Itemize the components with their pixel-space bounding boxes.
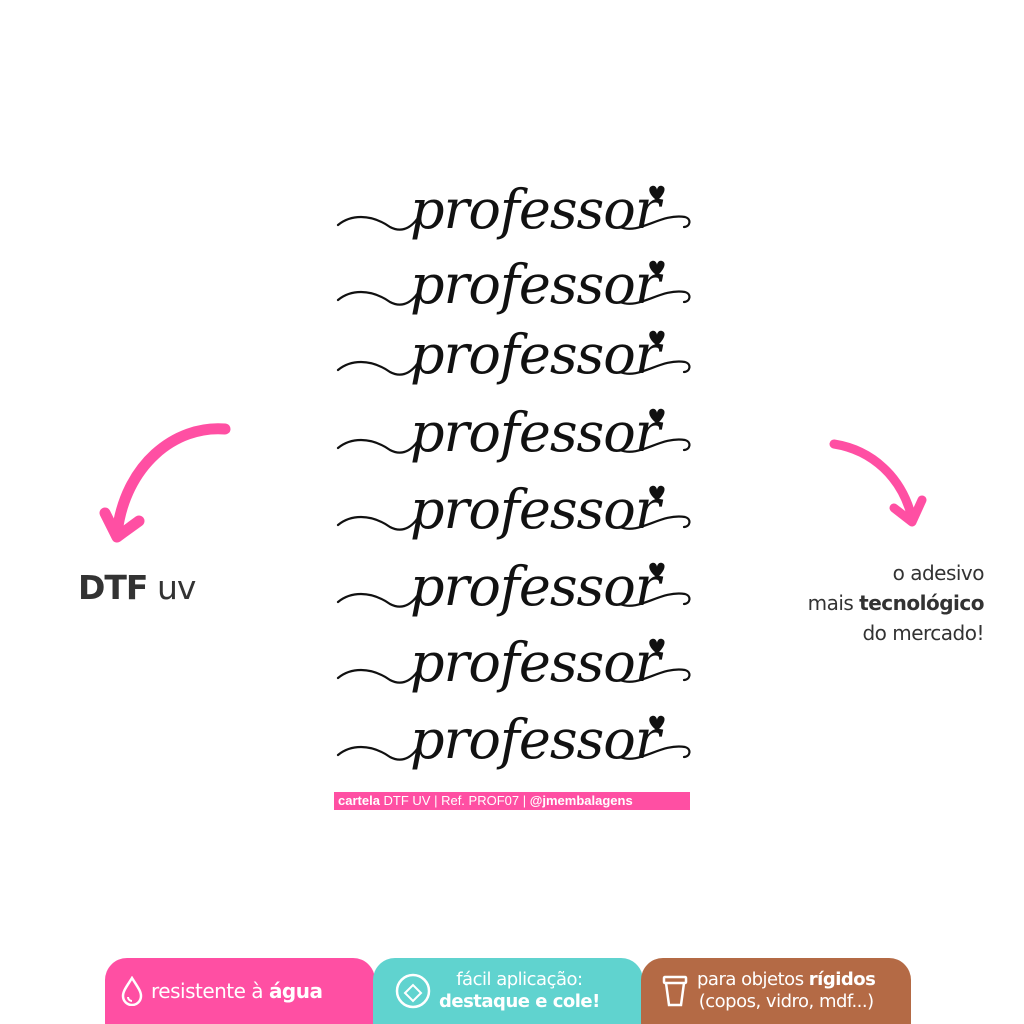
- caption-bold: cartela: [338, 793, 380, 808]
- badge3-text: para objetos rígidos (copos, vidro, mdf.…: [697, 969, 876, 1013]
- badge3-line1: para objetos rígidos: [697, 969, 876, 991]
- tagline-line2-prefix: mais: [807, 591, 860, 615]
- badge-easy-application: fácil aplicação: destaque e cole!: [373, 958, 643, 1024]
- sticker-word: professor: [410, 401, 661, 464]
- dtf-label-light: uv: [156, 568, 196, 607]
- flourish-heart-icon: [336, 715, 691, 761]
- tagline-line2: mais tecnológico: [807, 588, 985, 618]
- flourish-heart-icon: [336, 562, 691, 608]
- sticker-word: professor: [410, 708, 661, 771]
- badge2-text: fácil aplicação: destaque e cole!: [439, 969, 600, 1013]
- sticker-word: professor: [410, 323, 661, 386]
- badge2-line1: fácil aplicação:: [456, 969, 583, 990]
- badge2-line2-bold: destaque e cole!: [439, 991, 600, 1012]
- sticker-professor: professor: [330, 552, 700, 632]
- sticker-word: professor: [410, 478, 661, 541]
- sticker-professor: professor: [330, 175, 700, 255]
- dtf-label-bold: DTF: [78, 568, 148, 607]
- sticker-word: professor: [410, 631, 661, 694]
- badge1-text-main: resistente à: [151, 979, 269, 1003]
- tagline-line3: do mercado!: [862, 621, 984, 645]
- curved-arrow-left-icon: [99, 423, 231, 543]
- sticker-professor: professor: [330, 475, 700, 555]
- flourish-heart-icon: [336, 330, 691, 376]
- right-tagline: o adesivo mais tecnológico do mercado!: [807, 558, 985, 648]
- sticker-professor: professor: [330, 705, 700, 785]
- flourish-heart-icon: [336, 185, 691, 231]
- tagline-line2-bold: tecnológico: [859, 591, 984, 615]
- badge3-line1-prefix: para objetos: [697, 969, 809, 990]
- hand-sticker-icon: [395, 973, 431, 1009]
- tagline-line1: o adesivo: [892, 561, 985, 585]
- flourish-heart-icon: [336, 260, 691, 306]
- badge3-line1-bold: rígidos: [808, 969, 876, 990]
- sticker-professor: professor: [330, 628, 700, 708]
- sticker-professor: professor: [330, 320, 700, 400]
- sticker-professor: professor: [330, 398, 700, 478]
- badge1-text: resistente à água: [151, 979, 323, 1003]
- caption-handle: @jmembalagens: [529, 793, 633, 808]
- dtf-uv-label: DTF uv: [78, 568, 196, 607]
- flourish-heart-icon: [336, 408, 691, 454]
- flourish-heart-icon: [336, 638, 691, 684]
- badge1-text-bold: água: [268, 979, 323, 1003]
- badge-water-resistant: resistente à água: [105, 958, 375, 1024]
- caption-rest: DTF UV | Ref. PROF07 |: [379, 793, 530, 808]
- sticker-word: professor: [410, 555, 661, 618]
- sticker-professor: professor: [330, 250, 700, 330]
- badge2-line2: destaque e cole!: [439, 991, 600, 1013]
- sticker-sheet: professor professor professor professor prof…: [330, 170, 700, 800]
- sticker-word: professor: [410, 253, 661, 316]
- badge-rigid-objects: para objetos rígidos (copos, vidro, mdf.…: [641, 958, 911, 1024]
- sticker-word: professor: [410, 178, 661, 241]
- badge3-line2: (copos, vidro, mdf...): [698, 991, 874, 1012]
- cup-icon: [662, 975, 688, 1007]
- flourish-heart-icon: [336, 485, 691, 531]
- water-drop-icon: [121, 976, 143, 1006]
- sheet-caption: cartela DTF UV | Ref. PROF07 | @jmembala…: [334, 792, 690, 810]
- curved-arrow-right-icon: [829, 439, 927, 527]
